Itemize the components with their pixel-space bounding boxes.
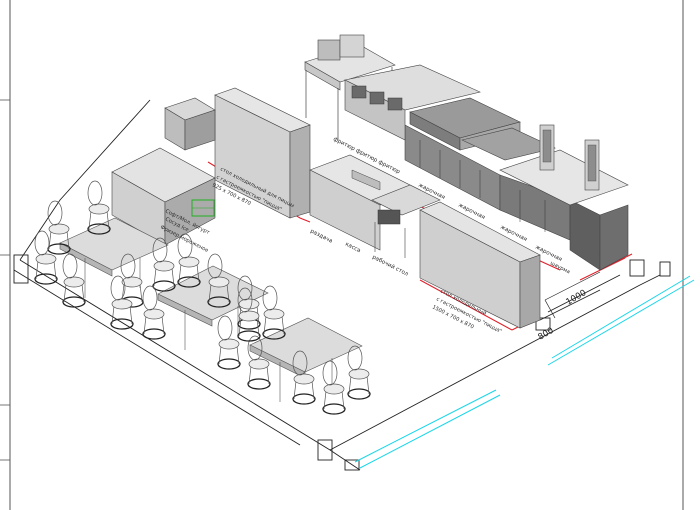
- chair: [322, 360, 346, 415]
- chair: [62, 253, 86, 308]
- wall-lines: [354, 275, 695, 469]
- chair: [87, 180, 111, 235]
- dimension-800: 800: [537, 326, 556, 343]
- chair: [152, 237, 176, 292]
- chair: [207, 253, 231, 308]
- chair: [292, 350, 316, 405]
- label-razdacha: раздача: [309, 228, 333, 244]
- cooking-line: [344, 64, 629, 206]
- label-work-table: рабочий стол: [371, 254, 410, 278]
- serving-counter: [309, 154, 441, 258]
- chair: [110, 275, 134, 330]
- central-partition: [214, 87, 311, 219]
- chair: [47, 200, 71, 255]
- dining-tables: [59, 217, 363, 402]
- chair: [262, 285, 286, 340]
- chair: [247, 335, 271, 390]
- dimension-1000: 1000: [565, 288, 589, 307]
- chair: [34, 230, 58, 285]
- chair: [177, 233, 201, 288]
- back-cabinets: [404, 124, 629, 271]
- chair: [217, 315, 241, 370]
- shawarma-units: [539, 124, 600, 191]
- label-kassa: касса: [344, 241, 361, 254]
- drawing-frame: [0, 0, 684, 510]
- chair: [347, 345, 371, 400]
- chair: [237, 287, 261, 342]
- chair: [142, 285, 166, 340]
- left-equipment: [111, 97, 216, 246]
- front-counter-right: [419, 201, 541, 329]
- ice-cream-marker: [191, 199, 215, 217]
- floor-outline: [13, 99, 671, 471]
- dining-chairs: [34, 180, 371, 415]
- dimension-annotations: 1000 800: [537, 271, 601, 343]
